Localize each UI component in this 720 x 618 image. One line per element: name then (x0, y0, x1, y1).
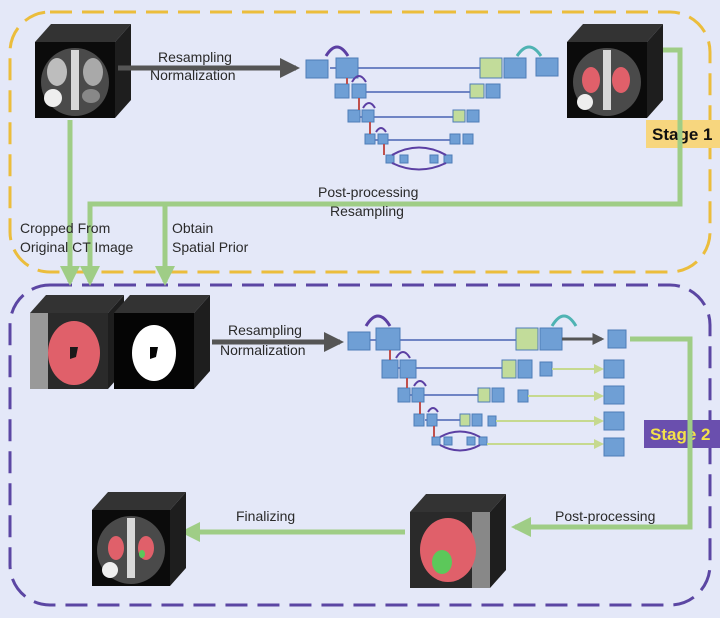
stage2-spatial-prior-cube (114, 295, 210, 389)
prior-label-line2: Spatial Prior (172, 239, 249, 255)
stage2-postprocessing-label: Post-processing (555, 508, 655, 524)
stage2-postprocess-path (511, 336, 693, 537)
stage1-badge (646, 120, 720, 148)
stage2-resampling-label: Resampling (228, 322, 302, 338)
final-output-ct-cube (92, 492, 186, 586)
crop-label-line1: Cropped From (20, 220, 110, 236)
stage2-unet (347, 314, 627, 457)
stage1-postprocess-path (80, 47, 683, 286)
crop-label-line2: Original CT Image (20, 239, 134, 255)
stage2-finalizing-label: Finalizing (236, 508, 295, 524)
stage2-badge-label: Stage 2 (650, 425, 710, 444)
stage2-badge (644, 420, 720, 448)
stage2-normalization-label: Normalization (220, 342, 306, 358)
stage1-resampling-label: Resampling (158, 49, 232, 65)
stage1-resampling2-label: Resampling (330, 203, 404, 219)
stage1-prior-arrow (90, 201, 175, 286)
stage2-postprocessed-cube (410, 494, 506, 588)
prior-label-line1: Obtain (172, 220, 213, 236)
stage1-unet (305, 45, 559, 171)
stage1-input-ct-cube (35, 24, 131, 118)
stage1-normalization-label: Normalization (150, 67, 236, 83)
stage2-cropped-ct-cube (30, 295, 124, 389)
stage1-output-ct-cube (567, 24, 663, 118)
stage1-postprocessing-label: Post-processing (318, 184, 418, 200)
